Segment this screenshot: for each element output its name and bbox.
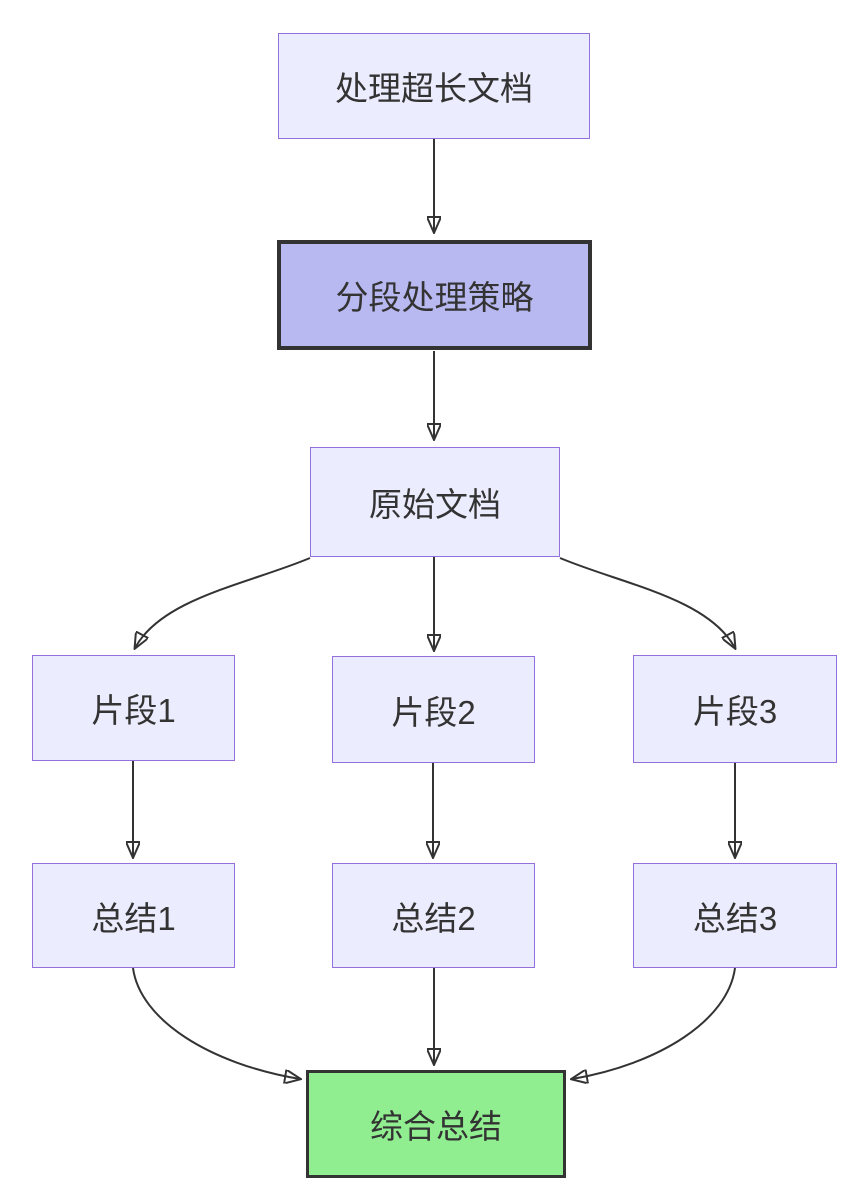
node-handle-long-document: 处理超长文档 xyxy=(278,33,590,139)
node-summary-1: 总结1 xyxy=(32,863,235,968)
node-label: 总结2 xyxy=(391,899,476,937)
edge-summary-3-to-final xyxy=(572,967,736,1079)
node-original-document: 原始文档 xyxy=(310,447,560,557)
node-fragment-3: 片段3 xyxy=(633,655,837,763)
node-label: 片段2 xyxy=(391,693,476,731)
node-label: 总结3 xyxy=(692,899,778,937)
node-label: 总结1 xyxy=(91,899,176,937)
edge-original-to-fragment-1 xyxy=(135,557,311,648)
node-label: 综合总结 xyxy=(370,1108,502,1145)
node-label: 原始文档 xyxy=(369,486,501,523)
node-label: 处理超长文档 xyxy=(335,70,533,107)
node-segmented-processing-strategy: 分段处理策略 xyxy=(277,240,592,350)
node-summary-2: 总结2 xyxy=(332,863,535,968)
edge-original-to-fragment-3 xyxy=(559,557,735,648)
edge-summary-1-to-final xyxy=(132,967,300,1079)
node-combined-summary: 综合总结 xyxy=(306,1070,566,1178)
node-summary-3: 总结3 xyxy=(633,863,837,968)
node-label: 分段处理策略 xyxy=(335,279,534,316)
node-label: 片段3 xyxy=(692,693,778,730)
node-fragment-2: 片段2 xyxy=(332,656,535,763)
node-fragment-1: 片段1 xyxy=(32,655,235,761)
node-label: 片段1 xyxy=(91,692,176,729)
